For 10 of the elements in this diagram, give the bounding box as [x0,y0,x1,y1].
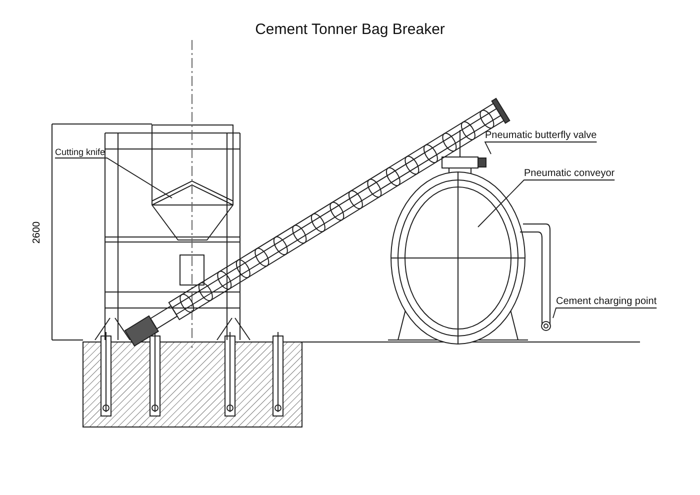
leader-line [478,180,616,228]
leader-line [484,142,598,154]
leader-line [552,308,658,318]
callout-label: Cement charging point [556,296,657,308]
callout-label: Pneumatic conveyor [524,168,615,180]
callout-label: Cutting knife [55,146,106,158]
diagram-title: Cement Tonner Bag Breaker [254,21,446,38]
callout-label: Pneumatic butterfly valve [485,130,597,142]
leader-line [54,158,172,198]
dimension-label: 2600 [32,221,43,244]
